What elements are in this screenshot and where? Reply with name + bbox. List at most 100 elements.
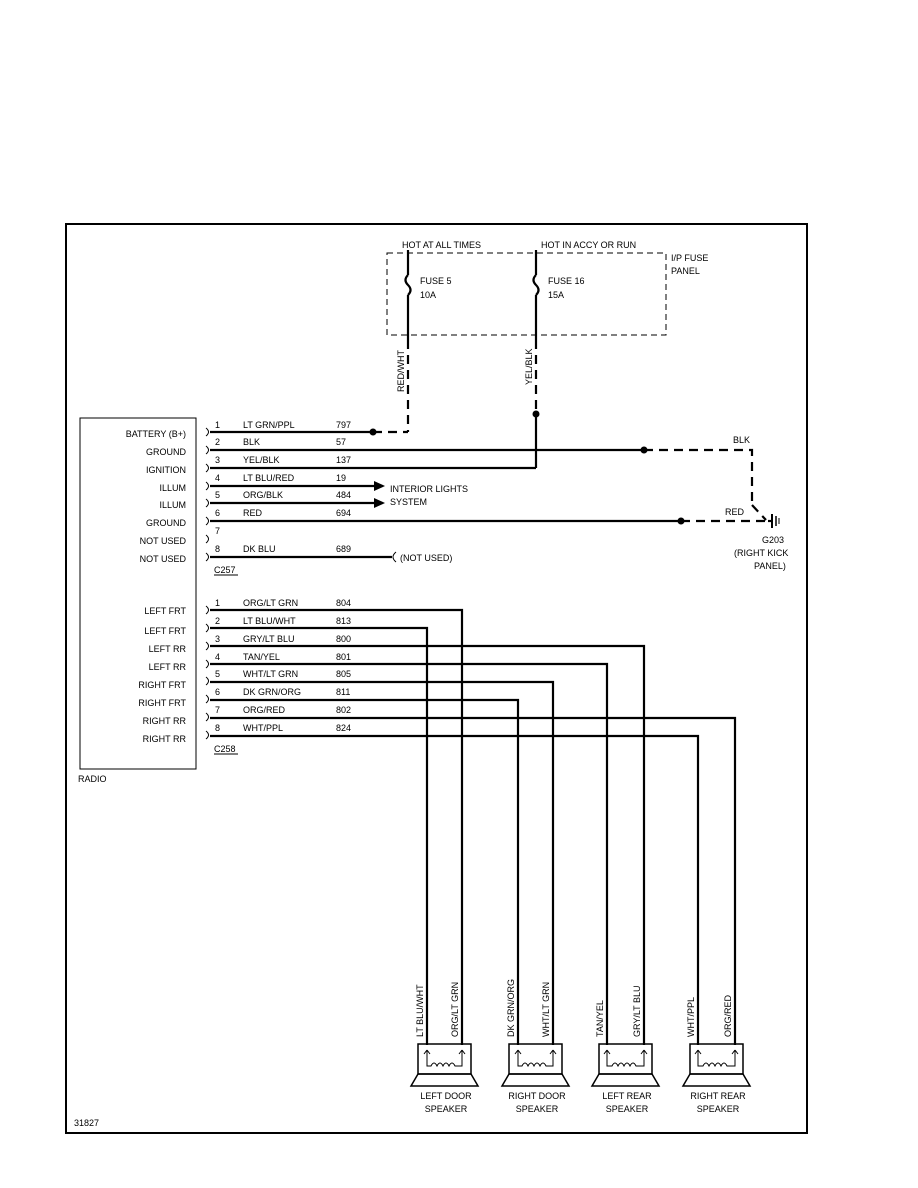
c258-pin-number: 6 — [215, 687, 220, 697]
c258-wire-color: WHT/PPL — [243, 723, 283, 733]
wire-800 — [210, 644, 646, 1045]
c257-pin-labels: BATTERY (B+) GROUND IGNITION ILLUM ILLUM… — [126, 429, 187, 564]
c257-wire-texts: 1 LT GRN/PPL 797 2 BLK 57 3 YEL/BLK 137 … — [215, 420, 351, 554]
right-rear-speaker-label: SPEAKER — [697, 1104, 740, 1114]
g203-location-1: (RIGHT KICK — [734, 548, 788, 558]
wire-824 — [210, 734, 700, 1045]
c258-pin-number: 7 — [215, 705, 220, 715]
left-rear-speaker-icon — [590, 1043, 661, 1087]
speaker-wire-label: WHT/LT GRN — [541, 982, 551, 1037]
c258-circuit-number: 804 — [336, 598, 351, 608]
fuse5-rating: 10A — [420, 290, 436, 300]
c257-pin-label: IGNITION — [146, 465, 186, 475]
interior-lights-label-2: SYSTEM — [390, 497, 427, 507]
c257-pin-number: 4 — [215, 473, 220, 483]
left-rear-speaker-label: LEFT REAR — [602, 1091, 652, 1101]
wire-804 — [210, 608, 464, 1045]
c257-pin-label: GROUND — [146, 518, 186, 528]
c258-wire-color: WHT/LT GRN — [243, 669, 298, 679]
c257-circuit-number: 797 — [336, 420, 351, 430]
c257-wire-color: RED — [243, 508, 263, 518]
c258-circuit-number: 801 — [336, 652, 351, 662]
c258-pin-label: LEFT RR — [149, 662, 187, 672]
fuse-panel-box — [386, 252, 667, 336]
right-door-speaker-label: SPEAKER — [516, 1104, 559, 1114]
c258-wire-color: LT BLU/WHT — [243, 616, 296, 626]
ground-icon — [768, 514, 780, 528]
c258-connector-label: C258 — [214, 744, 236, 754]
c257-connector-pins — [205, 427, 209, 562]
c257-wire-color: BLK — [243, 437, 260, 447]
c258-wire-color: GRY/LT BLU — [243, 634, 295, 644]
c257-wire-color: YEL/BLK — [243, 455, 280, 465]
fuse16-rating: 15A — [548, 290, 564, 300]
c257-circuit-number: 137 — [336, 455, 351, 465]
c258-pin-number: 1 — [215, 598, 220, 608]
left-rear-speaker-label: SPEAKER — [606, 1104, 649, 1114]
left-door-speaker-label: LEFT DOOR — [420, 1091, 472, 1101]
fuse-panel-label-1: I/P FUSE — [671, 253, 708, 263]
ground-blk-dashed — [644, 448, 754, 505]
c258-pin-label: RIGHT RR — [143, 716, 187, 726]
g203-location-2: PANEL) — [754, 561, 786, 571]
c258-pin-label: RIGHT RR — [143, 734, 187, 744]
c258-pin-number: 5 — [215, 669, 220, 679]
c258-pin-label: RIGHT FRT — [138, 698, 186, 708]
wire-805 — [210, 680, 555, 1045]
c257-pin-label: NOT USED — [140, 536, 187, 546]
figure-id: 31827 — [74, 1118, 99, 1128]
wire-801 — [210, 662, 609, 1045]
not-used-label: (NOT USED) — [400, 553, 452, 563]
speaker-wire-label: WHT/PPL — [686, 997, 696, 1037]
c258-pin-number: 8 — [215, 723, 220, 733]
c257-circuit-number: 19 — [336, 473, 346, 483]
fuse16-name: FUSE 16 — [548, 276, 585, 286]
right-rear-speaker-label: RIGHT REAR — [690, 1091, 746, 1101]
c258-pin-labels: LEFT FRT LEFT FRT LEFT RR LEFT RR RIGHT … — [138, 606, 186, 744]
fuse5-symbol — [404, 274, 412, 296]
c257-pin-number: 7 — [215, 526, 220, 536]
left-door-speaker-icon — [409, 1043, 480, 1087]
fuse16-symbol — [532, 274, 540, 296]
ground-red-label: RED — [725, 507, 745, 517]
radio-box — [79, 417, 197, 770]
c258-pin-number: 4 — [215, 652, 220, 662]
c258-circuit-number: 811 — [336, 687, 350, 697]
c257-pin-label: BATTERY (B+) — [126, 429, 186, 439]
c258-circuit-number: 802 — [336, 705, 351, 715]
c257-pin-label: GROUND — [146, 447, 186, 457]
wire-811 — [210, 698, 520, 1045]
c258-wire-texts: 1 ORG/LT GRN 804 2 LT BLU/WHT 813 3 GRY/… — [215, 598, 351, 733]
c257-pin-label: NOT USED — [140, 554, 187, 564]
ground-blk-diagonal — [751, 504, 767, 521]
hot-in-accy-label: HOT IN ACCY OR RUN — [541, 240, 636, 250]
c258-pin-label: LEFT FRT — [144, 606, 186, 616]
right-door-speaker-label: RIGHT DOOR — [508, 1091, 566, 1101]
c257-circuit-number: 694 — [336, 508, 351, 518]
not-used-connector — [392, 551, 397, 563]
c257-pin-number: 6 — [215, 508, 220, 518]
right-rear-speaker-icon — [681, 1043, 752, 1087]
interior-lights-label-1: INTERIOR LIGHTS — [390, 484, 468, 494]
c258-pin-number: 3 — [215, 634, 220, 644]
c257-pin-label: ILLUM — [159, 483, 186, 493]
fuse5-wire-label: RED/WHT — [396, 350, 406, 392]
wire-802 — [210, 716, 737, 1045]
c257-pin-number: 3 — [215, 455, 220, 465]
c258-circuit-number: 805 — [336, 669, 351, 679]
speaker-wire-label: DK GRN/ORG — [506, 979, 516, 1037]
c258-pin-label: RIGHT FRT — [138, 680, 186, 690]
c258-wire-color: TAN/YEL — [243, 652, 280, 662]
arrow-19 — [374, 481, 385, 491]
c257-wire-color: ORG/BLK — [243, 490, 283, 500]
ground-blk-label: BLK — [733, 435, 750, 445]
c257-pin-number: 8 — [215, 544, 220, 554]
diagram-frame — [65, 223, 808, 1134]
g203-label: G203 — [762, 535, 784, 545]
fuse16-wire-label: YEL/BLK — [524, 348, 534, 385]
c258-wire-color: ORG/RED — [243, 705, 286, 715]
fuse5-name: FUSE 5 — [420, 276, 452, 286]
c257-circuit-number: 484 — [336, 490, 351, 500]
c257-pin-number: 2 — [215, 437, 220, 447]
